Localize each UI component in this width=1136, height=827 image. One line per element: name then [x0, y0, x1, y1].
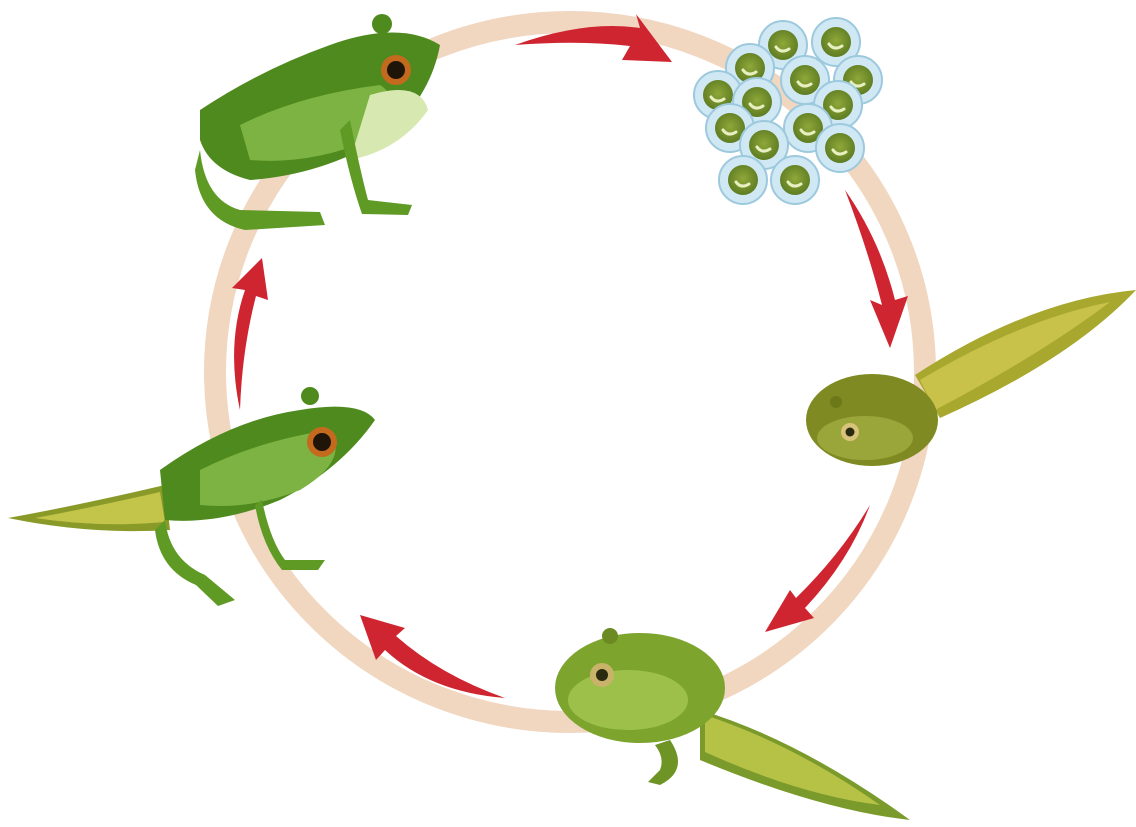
adult-frog-icon [195, 14, 440, 230]
tadpole-icon [806, 290, 1136, 466]
egg-yolk [780, 165, 810, 195]
egg-yolk [821, 27, 851, 57]
egg-yolk [749, 130, 779, 160]
froglet-icon [8, 387, 375, 606]
egg-yolk [790, 65, 820, 95]
egg-yolk [825, 133, 855, 163]
egg-yolk [768, 30, 798, 60]
tadpole-with-legs-icon [555, 628, 910, 820]
egg-yolk [728, 165, 758, 195]
